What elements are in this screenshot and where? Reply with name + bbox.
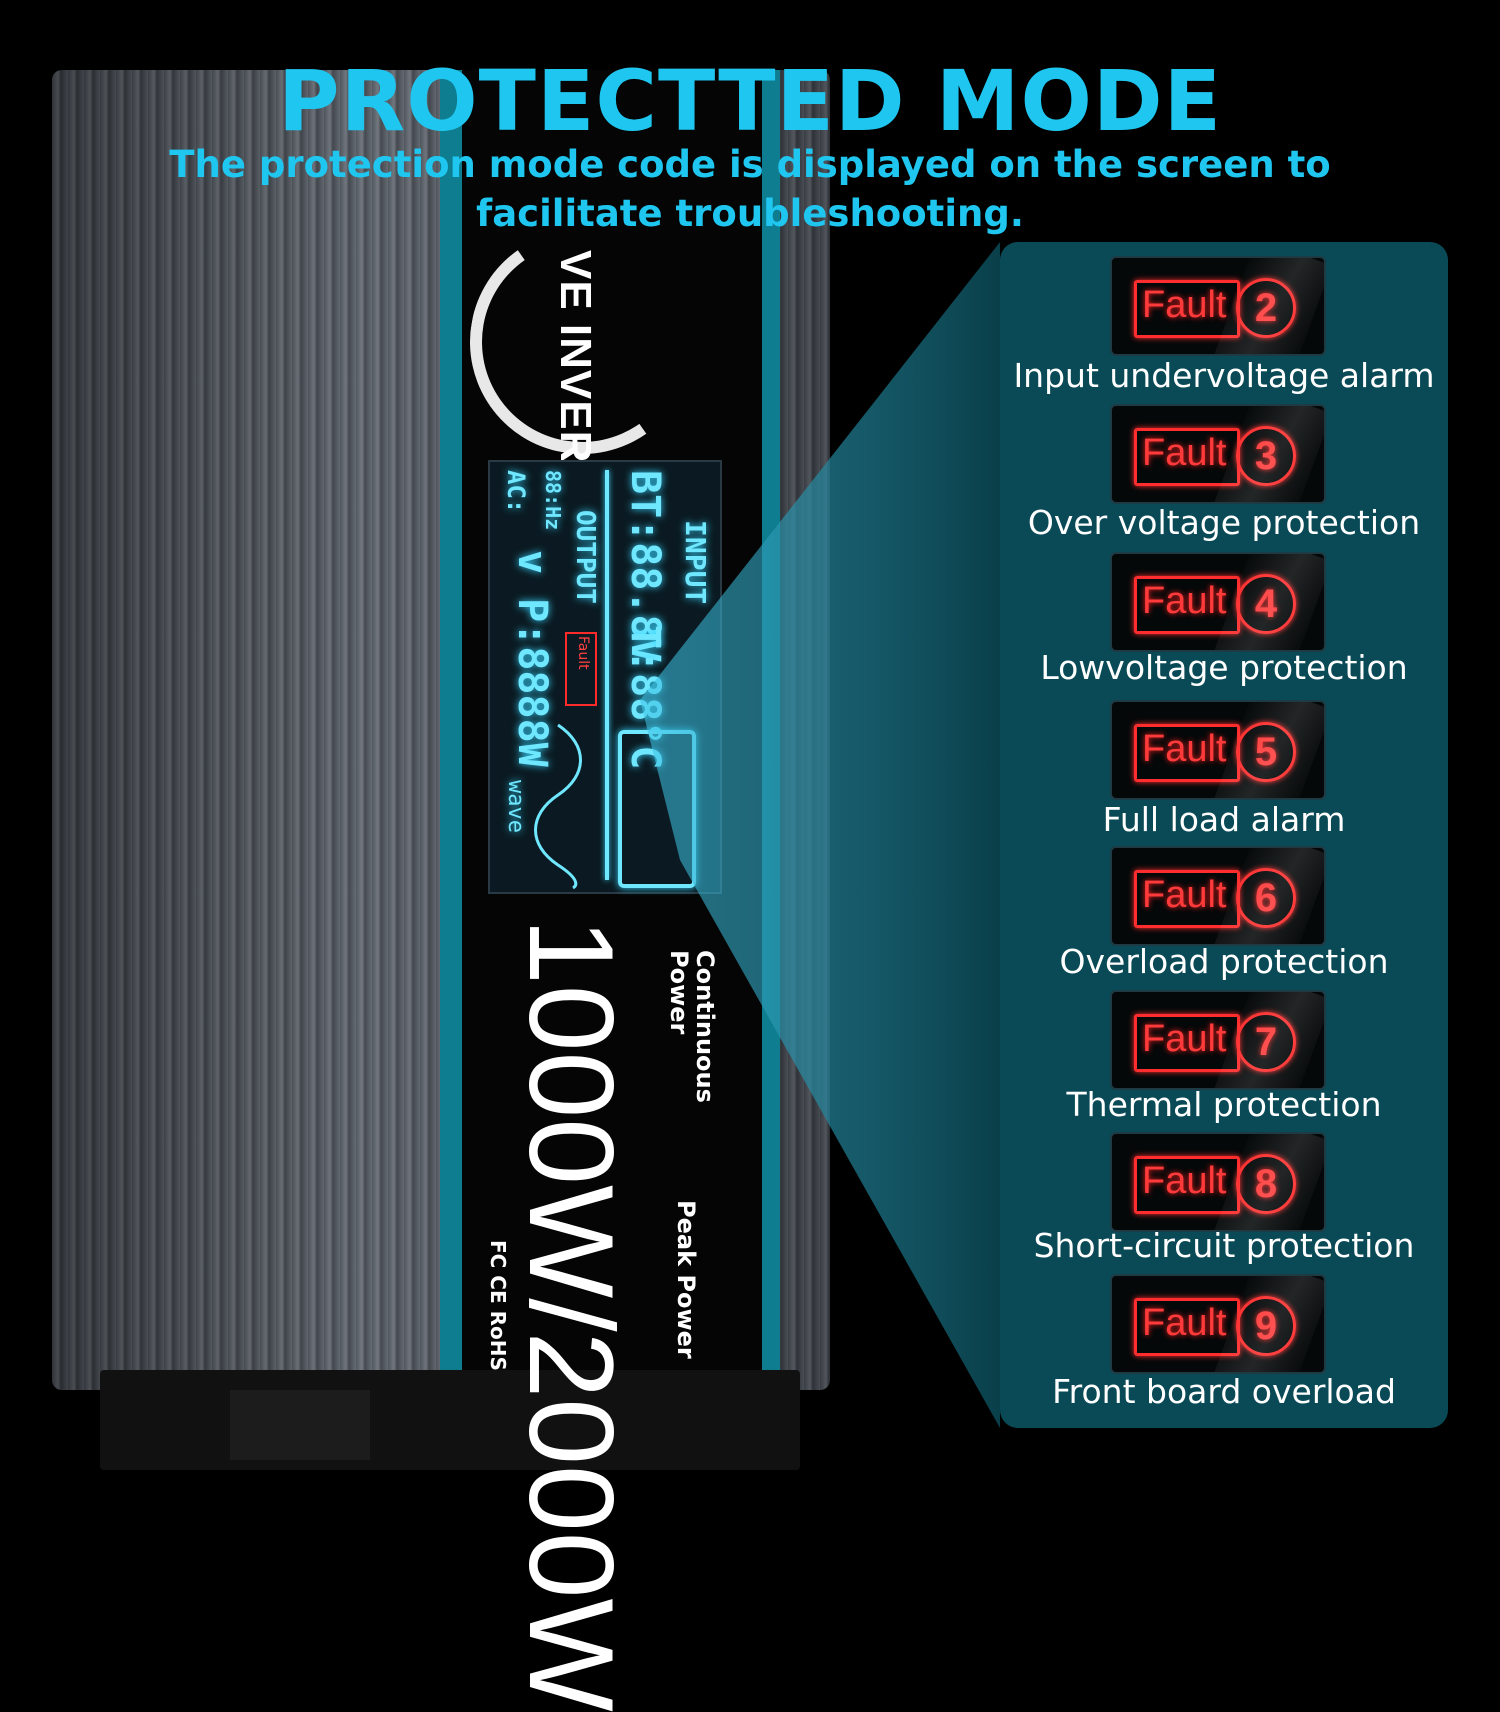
lcd-output-label: OUTPUT xyxy=(570,510,600,604)
lcd-input-label: INPUT xyxy=(679,520,712,605)
battery-level-icon xyxy=(618,730,696,888)
lcd-frequency: 88:Hz xyxy=(541,470,565,531)
fault-display: Fault 6 xyxy=(1110,846,1326,946)
fault-code-circle: 6 xyxy=(1236,868,1296,928)
fault-description: Over voltage protection xyxy=(1027,503,1421,542)
lcd-ac-label: AC: xyxy=(502,470,530,514)
fault-code: 2 xyxy=(1254,286,1278,330)
lcd-fault-indicator: Fault xyxy=(565,632,597,706)
fault-code: 8 xyxy=(1254,1162,1278,1206)
fault-description: Full load alarm xyxy=(1102,800,1346,839)
fault-word: Fault xyxy=(1142,580,1227,622)
fault-code-circle: 9 xyxy=(1236,1296,1296,1356)
fault-code-circle: 2 xyxy=(1236,278,1296,338)
fault-word: Fault xyxy=(1142,728,1227,770)
fault-description: Front board overload xyxy=(1052,1372,1396,1411)
fault-code-circle: 4 xyxy=(1236,574,1296,634)
fault-word: Fault xyxy=(1142,284,1227,326)
power-rating: 1000W/2000W xyxy=(504,918,638,1712)
fault-word: Fault xyxy=(1142,1302,1227,1344)
fault-code: 4 xyxy=(1254,582,1278,626)
fault-display: Fault 2 xyxy=(1110,256,1326,356)
sine-wave-icon xyxy=(534,723,582,890)
inverter-end-cap xyxy=(100,1370,800,1470)
fault-code: 9 xyxy=(1254,1304,1278,1348)
peak-power-label: Peak Power xyxy=(672,1200,700,1359)
fault-code: 3 xyxy=(1254,434,1278,478)
fault-code: 5 xyxy=(1254,730,1278,774)
fault-word: Fault xyxy=(1142,432,1227,474)
fault-code-circle: 8 xyxy=(1236,1154,1296,1214)
fault-description: Lowvoltage protection xyxy=(1040,648,1408,687)
fault-display: Fault 5 xyxy=(1110,700,1326,800)
fault-word: Fault xyxy=(1142,874,1227,916)
fault-code-circle: 5 xyxy=(1236,722,1296,782)
fault-display: Fault 9 xyxy=(1110,1274,1326,1374)
fault-display: Fault 3 xyxy=(1110,404,1326,504)
fault-description: Thermal protection xyxy=(1066,1085,1382,1124)
fault-description: Short-circuit protection xyxy=(1033,1226,1415,1265)
fault-display: Fault 8 xyxy=(1110,1132,1326,1232)
fault-description: Overload protection xyxy=(1059,942,1389,981)
page-title: PROTECTTED MODE xyxy=(278,52,1222,150)
fault-code: 6 xyxy=(1254,876,1278,920)
fault-code: 7 xyxy=(1254,1020,1278,1064)
inverter-foot xyxy=(230,1390,370,1460)
product-image: VE INVERTER INPUT BT:88.8V T:88°C OUTPUT… xyxy=(0,0,1500,1500)
lcd-divider xyxy=(605,470,609,880)
continuous-power-label: Continuous Power xyxy=(665,950,719,1103)
lcd-fault-text: Fault xyxy=(575,636,591,670)
fault-code-circle: 7 xyxy=(1236,1012,1296,1072)
fault-word: Fault xyxy=(1142,1018,1227,1060)
fault-word: Fault xyxy=(1142,1160,1227,1202)
page-subtitle: The protection mode code is displayed on… xyxy=(169,143,1331,235)
certification-marks: FC CE RoHS xyxy=(486,1240,510,1371)
fault-display: Fault 7 xyxy=(1110,990,1326,1090)
fault-description: Input undervoltage alarm xyxy=(1013,356,1435,395)
fault-code-circle: 3 xyxy=(1236,426,1296,486)
fault-display: Fault 4 xyxy=(1110,552,1326,652)
